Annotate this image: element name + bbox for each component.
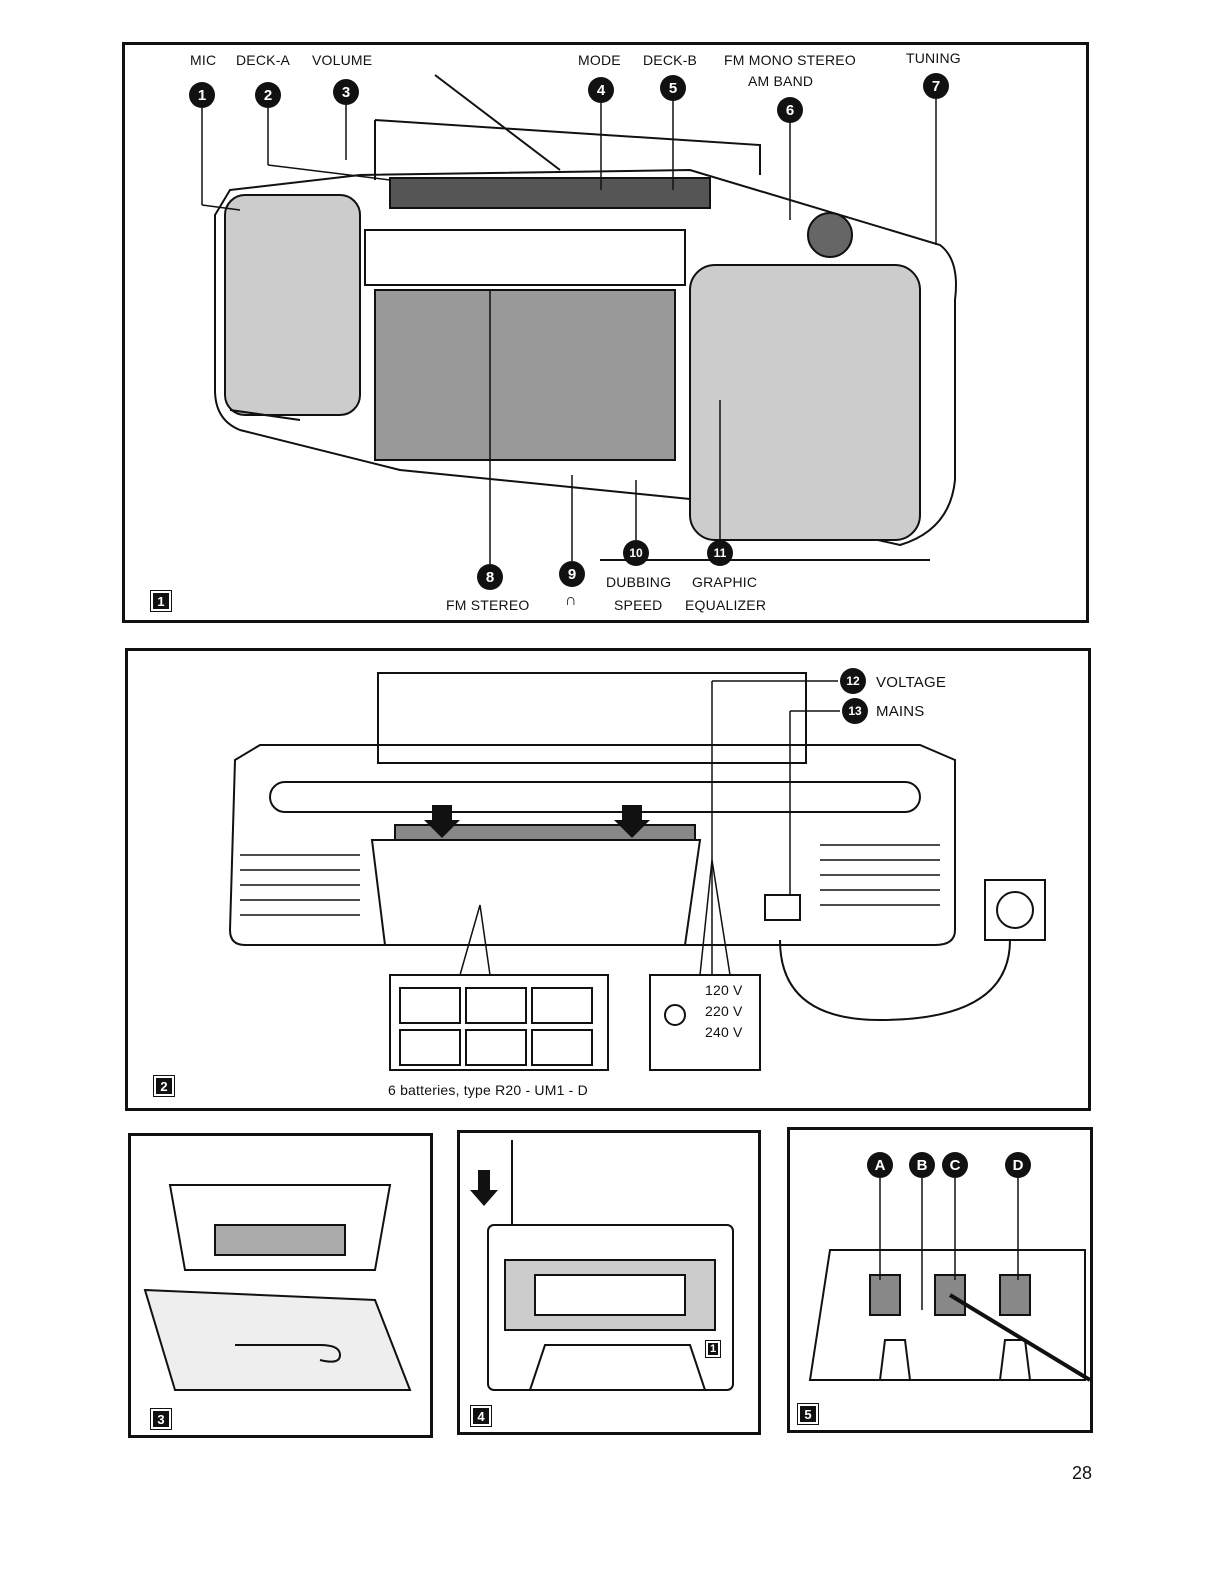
page-number: 28 [1072,1463,1092,1484]
callout-a: A [867,1152,893,1178]
callout-b: B [909,1152,935,1178]
figure-number-5: 5 [797,1403,819,1425]
callout-c: C [942,1152,968,1178]
callout-d: D [1005,1152,1031,1178]
